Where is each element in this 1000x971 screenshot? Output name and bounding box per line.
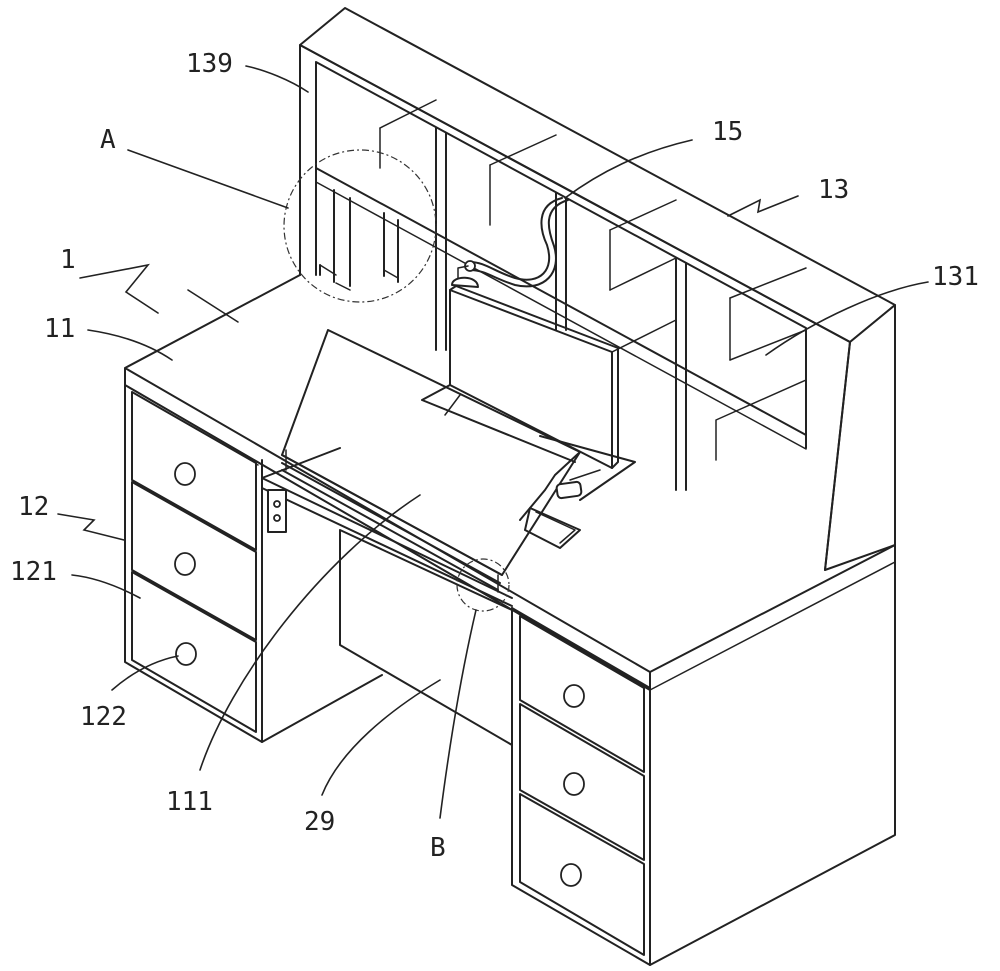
leader-13	[727, 195, 799, 217]
hutch-front-frame	[299, 44, 851, 571]
leader-122	[111, 655, 179, 691]
left-drawer-1-knob	[174, 462, 196, 486]
slot-dividers	[319, 189, 399, 287]
tilting-drawing-board	[261, 329, 581, 607]
leader-12	[57, 513, 125, 541]
label-131: 131	[932, 262, 979, 292]
label-12: 12	[18, 492, 49, 522]
label-111: 111	[166, 787, 213, 817]
label-1: 1	[60, 245, 76, 275]
leader-121	[71, 574, 141, 599]
leader-a	[127, 149, 289, 209]
lamp-head	[451, 276, 479, 288]
label-139: 139	[186, 49, 233, 79]
leader-1	[79, 263, 159, 314]
leader-111	[199, 494, 421, 771]
right-drawer-1-knob	[563, 684, 585, 708]
leader-29	[321, 679, 441, 796]
label-b: B	[430, 833, 446, 863]
monitor	[421, 285, 636, 501]
label-a: A	[100, 125, 116, 155]
leader-131	[765, 281, 929, 356]
right-drawer-3-knob	[560, 863, 582, 887]
label-122: 122	[80, 702, 127, 732]
leader-15	[564, 139, 693, 199]
hutch-top-face	[299, 7, 896, 343]
detail-circle-a	[283, 149, 437, 303]
leader-11	[87, 329, 173, 361]
right-drawer-3	[519, 793, 645, 956]
hutch-divider-2	[555, 192, 567, 331]
board-bracket	[267, 489, 287, 533]
detail-circle-b	[456, 558, 510, 612]
reference-labels: 139 A 15 13 1 131 11 12 121 122 111 29 B	[10, 49, 979, 863]
leader-b	[439, 609, 477, 819]
label-15: 15	[712, 117, 743, 147]
left-drawer-3-knob	[175, 642, 197, 666]
hutch-side-face	[824, 304, 896, 571]
hutch-middle-shelf	[315, 167, 807, 436]
hutch-shelf-unit	[299, 7, 896, 571]
desk-lamp	[451, 197, 569, 288]
keyboard-tray-slot	[524, 480, 583, 549]
leader-lines	[57, 65, 929, 819]
right-drawer-2-knob	[563, 772, 585, 796]
mouse-pad	[555, 480, 583, 500]
left-drawer-cabinet	[124, 384, 383, 743]
label-29: 29	[304, 807, 335, 837]
right-drawer-cabinet	[511, 544, 896, 966]
label-13: 13	[818, 175, 849, 205]
left-drawer-2-knob	[174, 552, 196, 576]
modesty-panel	[339, 529, 513, 746]
lamp-gooseneck	[469, 197, 563, 281]
label-11: 11	[44, 314, 75, 344]
hutch-divider-1	[435, 127, 447, 351]
label-121: 121	[10, 557, 57, 587]
leader-139	[245, 65, 309, 93]
hutch-divider-3	[675, 257, 687, 491]
leader-11-1	[187, 289, 239, 323]
